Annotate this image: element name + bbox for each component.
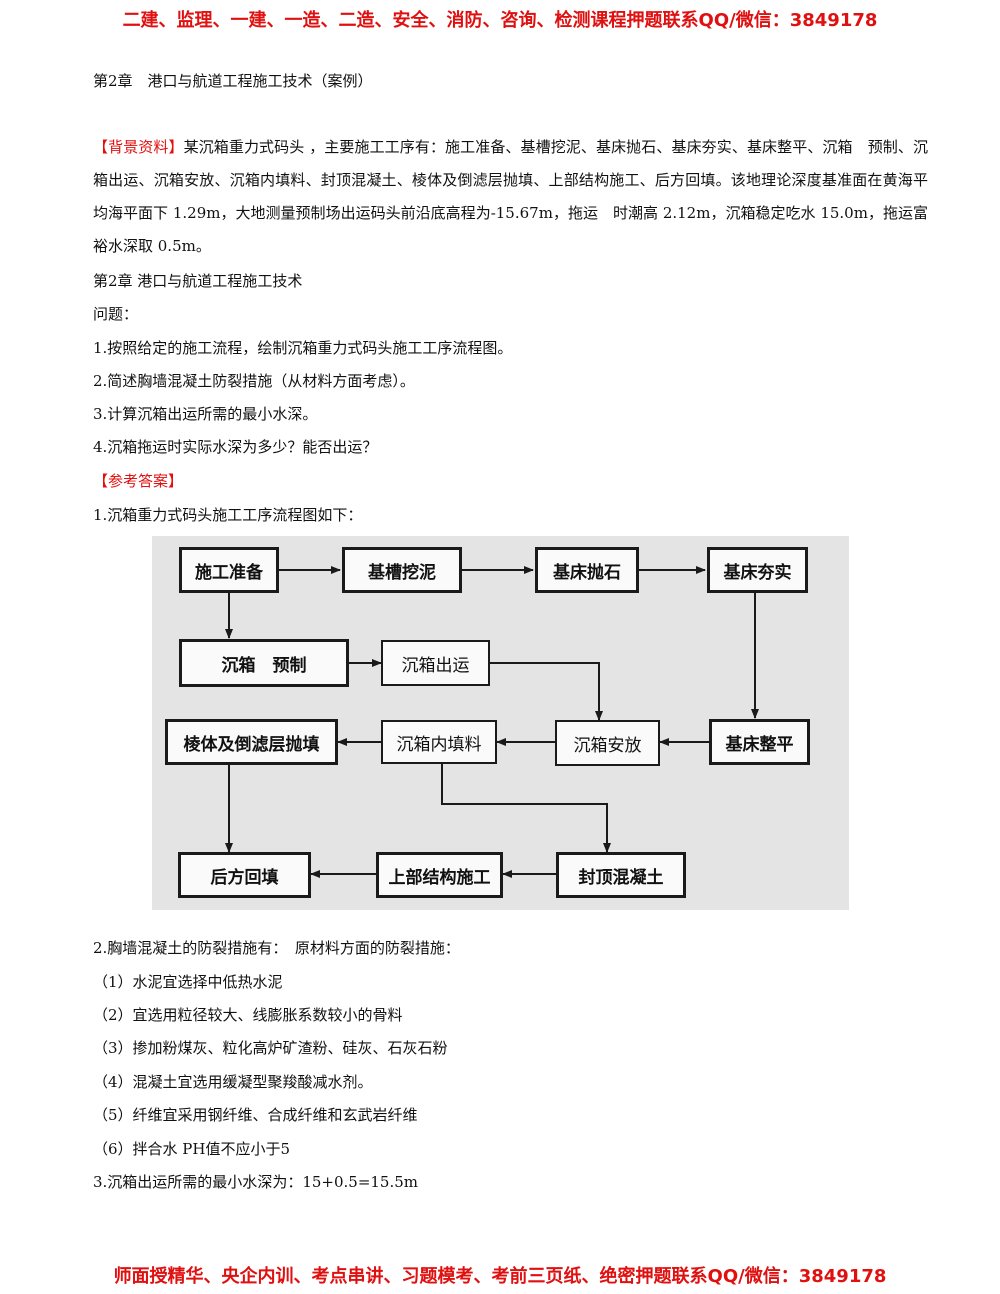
header-banner: 二建、监理、一建、一造、二造、安全、消防、咨询、检测课程押题联系QQ/微信：38… — [122, 10, 878, 31]
box-prism-filter-fill: 棱体及倒滤层抛填 — [165, 719, 338, 765]
chapter-title: 第2章 港口与航道工程施工技术（案例） — [93, 72, 373, 90]
answer-2-intro: 2.胸墙混凝土的防裂措施有： 原材料方面的防裂措施： — [93, 939, 460, 957]
answer-2-item-2: （2）宜选用粒径较大、线膨胀系数较小的骨料 — [93, 1006, 403, 1024]
question-2: 2.简述胸墙混凝土防裂措施（从材料方面考虑）。 — [93, 372, 415, 390]
flowchart: 施工准备 基槽挖泥 基床抛石 基床夯实 沉箱 预制 沉箱出运 棱体及倒滤层抛填 … — [152, 536, 849, 910]
background-paragraph: 【背景资料】某沉箱重力式码头 ，主要施工工序有：施工准备、基槽挖泥、基床抛石、基… — [93, 131, 928, 263]
answer-label: 【参考答案】 — [93, 472, 184, 490]
box-superstructure: 上部结构施工 — [376, 852, 503, 898]
answer-2-item-3: （3）掺加粉煤灰、粒化高炉矿渣粉、硅灰、石灰石粉 — [93, 1039, 448, 1057]
answer-2-item-4: （4）混凝土宜选用缓凝型聚羧酸减水剂。 — [93, 1073, 373, 1091]
box-trench-dredging: 基槽挖泥 — [342, 547, 462, 593]
box-rear-backfill: 后方回填 — [178, 852, 311, 898]
questions-label: 问题： — [93, 305, 139, 323]
arrow-transport-to-install — [490, 662, 603, 721]
box-caisson-transport: 沉箱出运 — [381, 640, 490, 686]
box-caisson-prefab: 沉箱 预制 — [179, 639, 349, 687]
box-bed-riprap: 基床抛石 — [535, 547, 639, 593]
answer-3: 3.沉箱出运所需的最小水深为：15+0.5=15.5m — [93, 1173, 419, 1191]
answer-1-intro: 1.沉箱重力式码头施工工序流程图如下： — [93, 506, 363, 524]
box-construction-prep: 施工准备 — [179, 547, 279, 593]
box-caisson-install: 沉箱安放 — [555, 720, 660, 766]
answer-2-item-6: （6）拌合水 PH值不应小于5 — [93, 1140, 291, 1158]
answer-2-item-5: （5）纤维宜采用钢纤维、合成纤维和玄武岩纤维 — [93, 1106, 418, 1124]
question-3: 3.计算沉箱出运所需的最小水深。 — [93, 405, 318, 423]
question-4: 4.沉箱拖运时实际水深为多少？能否出运？ — [93, 438, 378, 456]
arrow-fill-to-capping — [441, 762, 611, 853]
box-capping-concrete: 封顶混凝土 — [556, 852, 686, 898]
flowchart-arrows — [225, 566, 759, 878]
box-caisson-infill: 沉箱内填料 — [381, 720, 497, 764]
answer-2-item-1: （1）水泥宜选择中低热水泥 — [93, 973, 283, 991]
background-label: 【背景资料】 — [93, 138, 184, 156]
chapter-repeat: 第2章 港口与航道工程施工技术 — [93, 272, 303, 290]
footer-banner: 师面授精华、央企内训、考点串讲、习题模考、考前三页纸、绝密押题联系QQ/微信：3… — [113, 1266, 887, 1287]
background-text: 某沉箱重力式码头 ，主要施工工序有：施工准备、基槽挖泥、基床抛石、基床夯实、基床… — [93, 138, 928, 255]
box-bed-compaction: 基床夯实 — [707, 547, 808, 593]
box-bed-leveling: 基床整平 — [709, 719, 810, 765]
question-1: 1.按照给定的施工流程，绘制沉箱重力式码头施工工序流程图。 — [93, 339, 513, 357]
